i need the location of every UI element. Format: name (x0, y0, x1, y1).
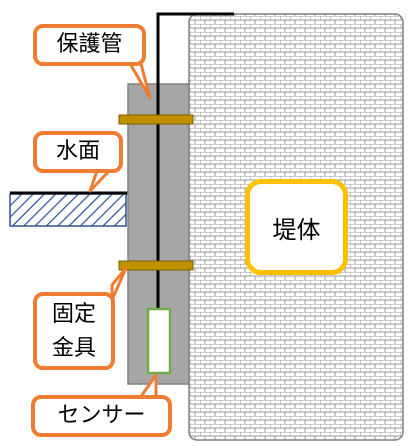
fixing-bracket-upper (118, 114, 194, 125)
fixing-bracket-callout-tail (110, 266, 128, 302)
fixing-bracket-label-line1: 固定 (51, 302, 96, 327)
water-surface-callout: 水面 (33, 131, 123, 173)
sensor-cable (156, 12, 234, 308)
protective-pipe-label: 保護管 (56, 32, 123, 57)
fixing-bracket-callout: 固定 金具 (33, 292, 115, 370)
water-hatch (9, 193, 127, 227)
dam-body-label: 堤体 (272, 215, 321, 244)
sensor-label: センサー (57, 403, 146, 428)
protective-pipe-callout: 保護管 (33, 24, 146, 66)
fixing-bracket-label-line2: 金具 (51, 336, 96, 361)
fixing-bracket-lower (118, 260, 194, 271)
water-surface-label: 水面 (55, 139, 100, 164)
sensor-callout: センサー (31, 395, 172, 437)
dam-body-label-box: 堤体 (245, 179, 348, 275)
sensor (146, 307, 172, 375)
